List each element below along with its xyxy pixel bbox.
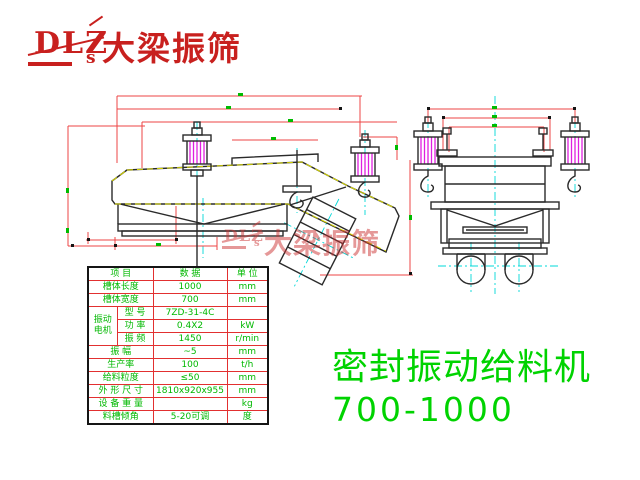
product-title-line1: 密封振动给料机 [332,347,592,388]
motor-group-label: 振动 电机 [87,306,118,346]
motor-label-line2: 电机 [93,326,112,336]
table-row: 设 备 重 量 kg [87,397,269,411]
row-value: 5-20可调 [152,410,228,425]
table-row: 生产率 100 t/h [87,358,269,372]
row-unit: kg [226,397,269,411]
hook-hanger-c [282,150,312,209]
table-row: 给料粒度 ≤50 mm [87,371,269,385]
spring-hanger-b [350,133,380,198]
row-unit: mm [226,384,269,398]
row-value: 1810x920x955 [152,384,228,398]
motor-label-line1: 振动 [93,315,112,325]
end-view-spring-left [413,116,443,193]
logo-s-text: s [86,48,96,68]
row-label: 给料粒度 [87,371,154,385]
table-row: 振动 电机 型 号 7ZD-31-4C [87,306,269,346]
end-view-spring-right [560,116,590,193]
header-unit: 单 位 [226,266,269,281]
row-label: 振 幅 [87,345,154,359]
row-label: 功 率 [116,319,154,333]
logo-accent-stroke [88,15,104,27]
row-label: 槽体宽度 [87,293,154,307]
table-row: 外 形 尺 寸 1810x920x955 mm [87,384,269,398]
table-row: 振 幅 ~5 mm [87,345,269,359]
row-value: ~5 [152,345,228,359]
header-value: 数 据 [152,266,228,281]
row-label: 生产率 [87,358,154,372]
row-unit: mm [226,293,269,307]
header-item: 项 目 [87,266,154,281]
row-unit: mm [226,371,269,385]
table-row: 振 频 1450 r/min [88,332,269,346]
row-unit: mm [226,280,269,294]
row-unit: 度 [226,410,269,425]
row-value: 7ZD-31-4C [152,306,228,320]
row-label: 振 频 [116,332,154,346]
row-label: 设 备 重 量 [87,397,154,411]
dimension-value-marks [66,93,497,246]
row-value: 100 [152,358,228,372]
row-label: 料槽倾角 [87,410,154,425]
side-view-motor [278,196,357,286]
row-label: 槽体长度 [87,280,154,294]
logo-underline [28,62,72,66]
row-unit: t/h [226,358,269,372]
dimension-endpoint-dots [71,107,576,275]
brand-name: 大梁振筛 [102,29,242,68]
dlz-logo: DLZ s 大梁振筛 [26,15,326,78]
end-view-outline [430,127,560,285]
row-unit: r/min [226,332,269,346]
table-row: 槽体宽度 700 mm [87,293,269,307]
row-unit [226,306,269,320]
spec-table: 项 目 数 据 单 位 槽体长度 1000 mm 槽体宽度 700 mm 振动 … [87,266,269,425]
row-unit: kW [226,319,269,333]
row-value: ≤50 [152,371,228,385]
row-value: 1450 [152,332,228,346]
table-row: 槽体长度 1000 mm [87,280,269,294]
row-value [152,397,228,411]
row-label: 型 号 [116,306,154,320]
table-row: 功 率 0.4X2 kW [88,319,269,333]
row-value: 1000 [152,280,228,294]
row-value: 700 [152,293,228,307]
row-value: 0.4X2 [152,319,228,333]
side-view-outline [111,153,400,253]
table-row: 料槽倾角 5-20可调 度 [87,410,269,425]
table-header-row: 项 目 数 据 单 位 [87,266,269,281]
product-title-line2: 700-1000 [332,390,515,429]
hatch-yellow-edges [111,161,396,252]
row-label: 外 形 尺 寸 [87,384,154,398]
spring-hanger-a [182,121,212,282]
row-unit: mm [226,345,269,359]
